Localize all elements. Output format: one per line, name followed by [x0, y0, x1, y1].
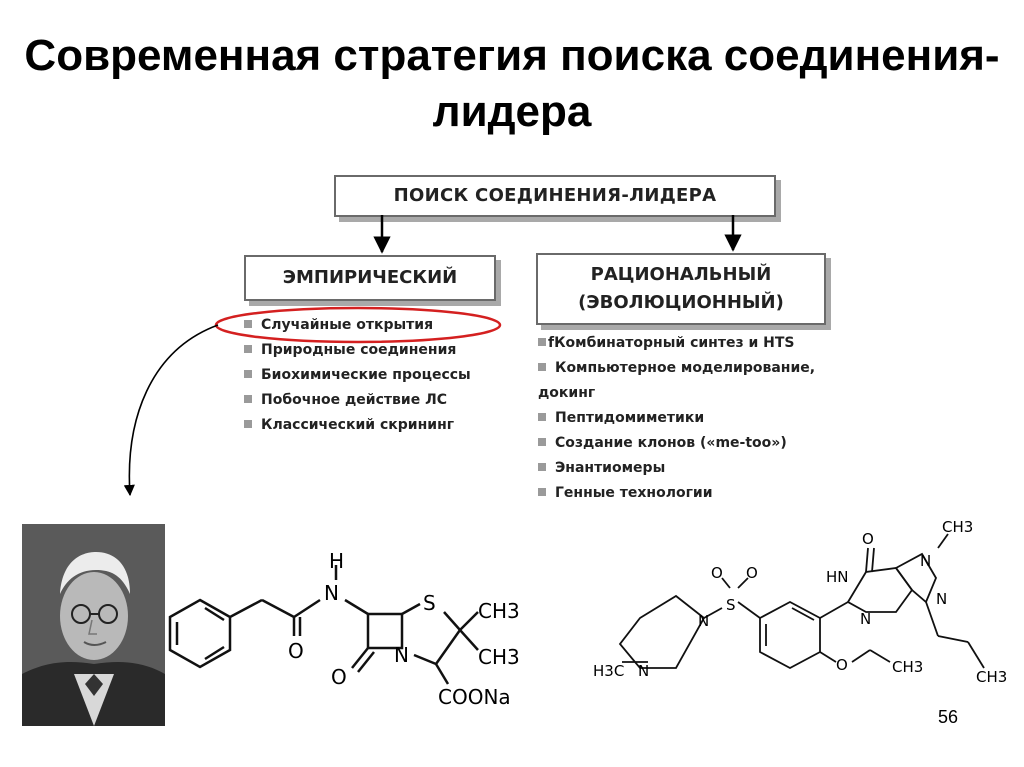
bullet-icon — [244, 320, 252, 328]
sil-n-pyrimidine: N — [860, 610, 871, 628]
sil-n-methyl: N — [920, 552, 931, 570]
sil-ch3-propyl: CH3 — [976, 668, 1007, 686]
list-item: Генные технологии — [538, 481, 838, 506]
atom-o-amide: O — [288, 639, 304, 663]
empirical-list: Случайные открытия Природные соединения … — [244, 313, 471, 438]
atom-n-ring: N — [394, 643, 409, 667]
list-item: Пептидомиметики — [538, 406, 838, 431]
list-item-label: Пептидомиметики — [555, 410, 705, 426]
sil-h3c: H3C — [593, 662, 624, 680]
sil-n-pip2: N — [638, 662, 649, 680]
atom-s: S — [423, 591, 436, 615]
root-box: ПОИСК СОЕДИНЕНИЯ-ЛИДЕРА — [334, 175, 776, 217]
list-item-label: Случайные открытия — [261, 317, 434, 333]
bullet-icon — [538, 463, 546, 471]
list-item-label: Компьютерное моделирование, докинг — [538, 360, 816, 401]
list-item-label: Генные технологии — [555, 485, 713, 501]
sil-o-ether: O — [836, 656, 848, 674]
bullet-icon — [538, 413, 546, 421]
page-number: 56 — [938, 707, 959, 727]
list-item: Случайные открытия — [244, 313, 471, 338]
list-item: Компьютерное моделирование, докинг — [538, 356, 838, 406]
bullet-icon — [244, 395, 252, 403]
list-item: Биохимические процессы — [244, 363, 471, 388]
list-item-label: Побочное действие ЛС — [261, 392, 447, 408]
list-item-label: Энантиомеры — [555, 460, 666, 476]
rational-label-line2: (ЭВОЛЮЦИОННЫЙ) — [578, 292, 784, 313]
bullet-icon — [538, 338, 546, 346]
sil-hn: HN — [826, 568, 849, 586]
rational-label-line1: РАЦИОНАЛЬНЫЙ — [590, 264, 772, 285]
bullet-icon — [538, 363, 546, 371]
list-item-label: Классический скрининг — [261, 417, 455, 433]
sildenafil-bonds — [618, 533, 985, 670]
atom-o-lactam: O — [331, 665, 347, 689]
bullet-icon — [538, 438, 546, 446]
bullet-icon — [538, 488, 546, 496]
bullet-icon — [244, 345, 252, 353]
list-item: fКомбинаторный синтез и HTS — [538, 331, 838, 356]
list-item: Энантиомеры — [538, 456, 838, 481]
group-ch3-a: CH3 — [478, 599, 520, 623]
rational-list: fКомбинаторный синтез и HTS Компьютерное… — [538, 331, 838, 506]
list-item-label: fКомбинаторный синтез и HTS — [548, 335, 795, 351]
sil-s: S — [726, 596, 736, 614]
sil-n-pip1: N — [698, 612, 709, 630]
portrait-photo — [22, 524, 165, 726]
list-item-label: Биохимические процессы — [261, 367, 471, 383]
curved-arrow — [123, 324, 219, 497]
sil-ch3-ethyl: CH3 — [892, 658, 923, 676]
empirical-box: ЭМПИРИЧЕСКИЙ — [244, 255, 496, 301]
sil-o-carbonyl: O — [862, 530, 874, 548]
group-ch3-b: CH3 — [478, 645, 520, 669]
sil-o-sulfonyl2: O — [746, 564, 758, 582]
list-item: Создание клонов («me-too») — [538, 431, 838, 456]
group-coona: COONa — [438, 685, 511, 709]
bullet-icon — [244, 420, 252, 428]
bullet-icon — [244, 370, 252, 378]
atom-h: H — [329, 549, 344, 573]
sil-ch3-top: CH3 — [942, 518, 973, 536]
list-item-label: Создание клонов («me-too») — [555, 435, 787, 451]
atom-n-amide: N — [324, 581, 339, 605]
list-item: Побочное действие ЛС — [244, 388, 471, 413]
penicillin-bonds — [168, 565, 479, 685]
rational-box: РАЦИОНАЛЬНЫЙ (ЭВОЛЮЦИОННЫЙ) — [536, 253, 826, 325]
list-item-label: Природные соединения — [261, 342, 457, 358]
sil-n-pyrazole: N — [936, 590, 947, 608]
list-item: Классический скрининг — [244, 413, 471, 438]
list-item: Природные соединения — [244, 338, 471, 363]
slide-title: Современная стратегия поиска соединения-… — [24, 31, 1000, 136]
sil-o-sulfonyl1: O — [711, 564, 723, 582]
